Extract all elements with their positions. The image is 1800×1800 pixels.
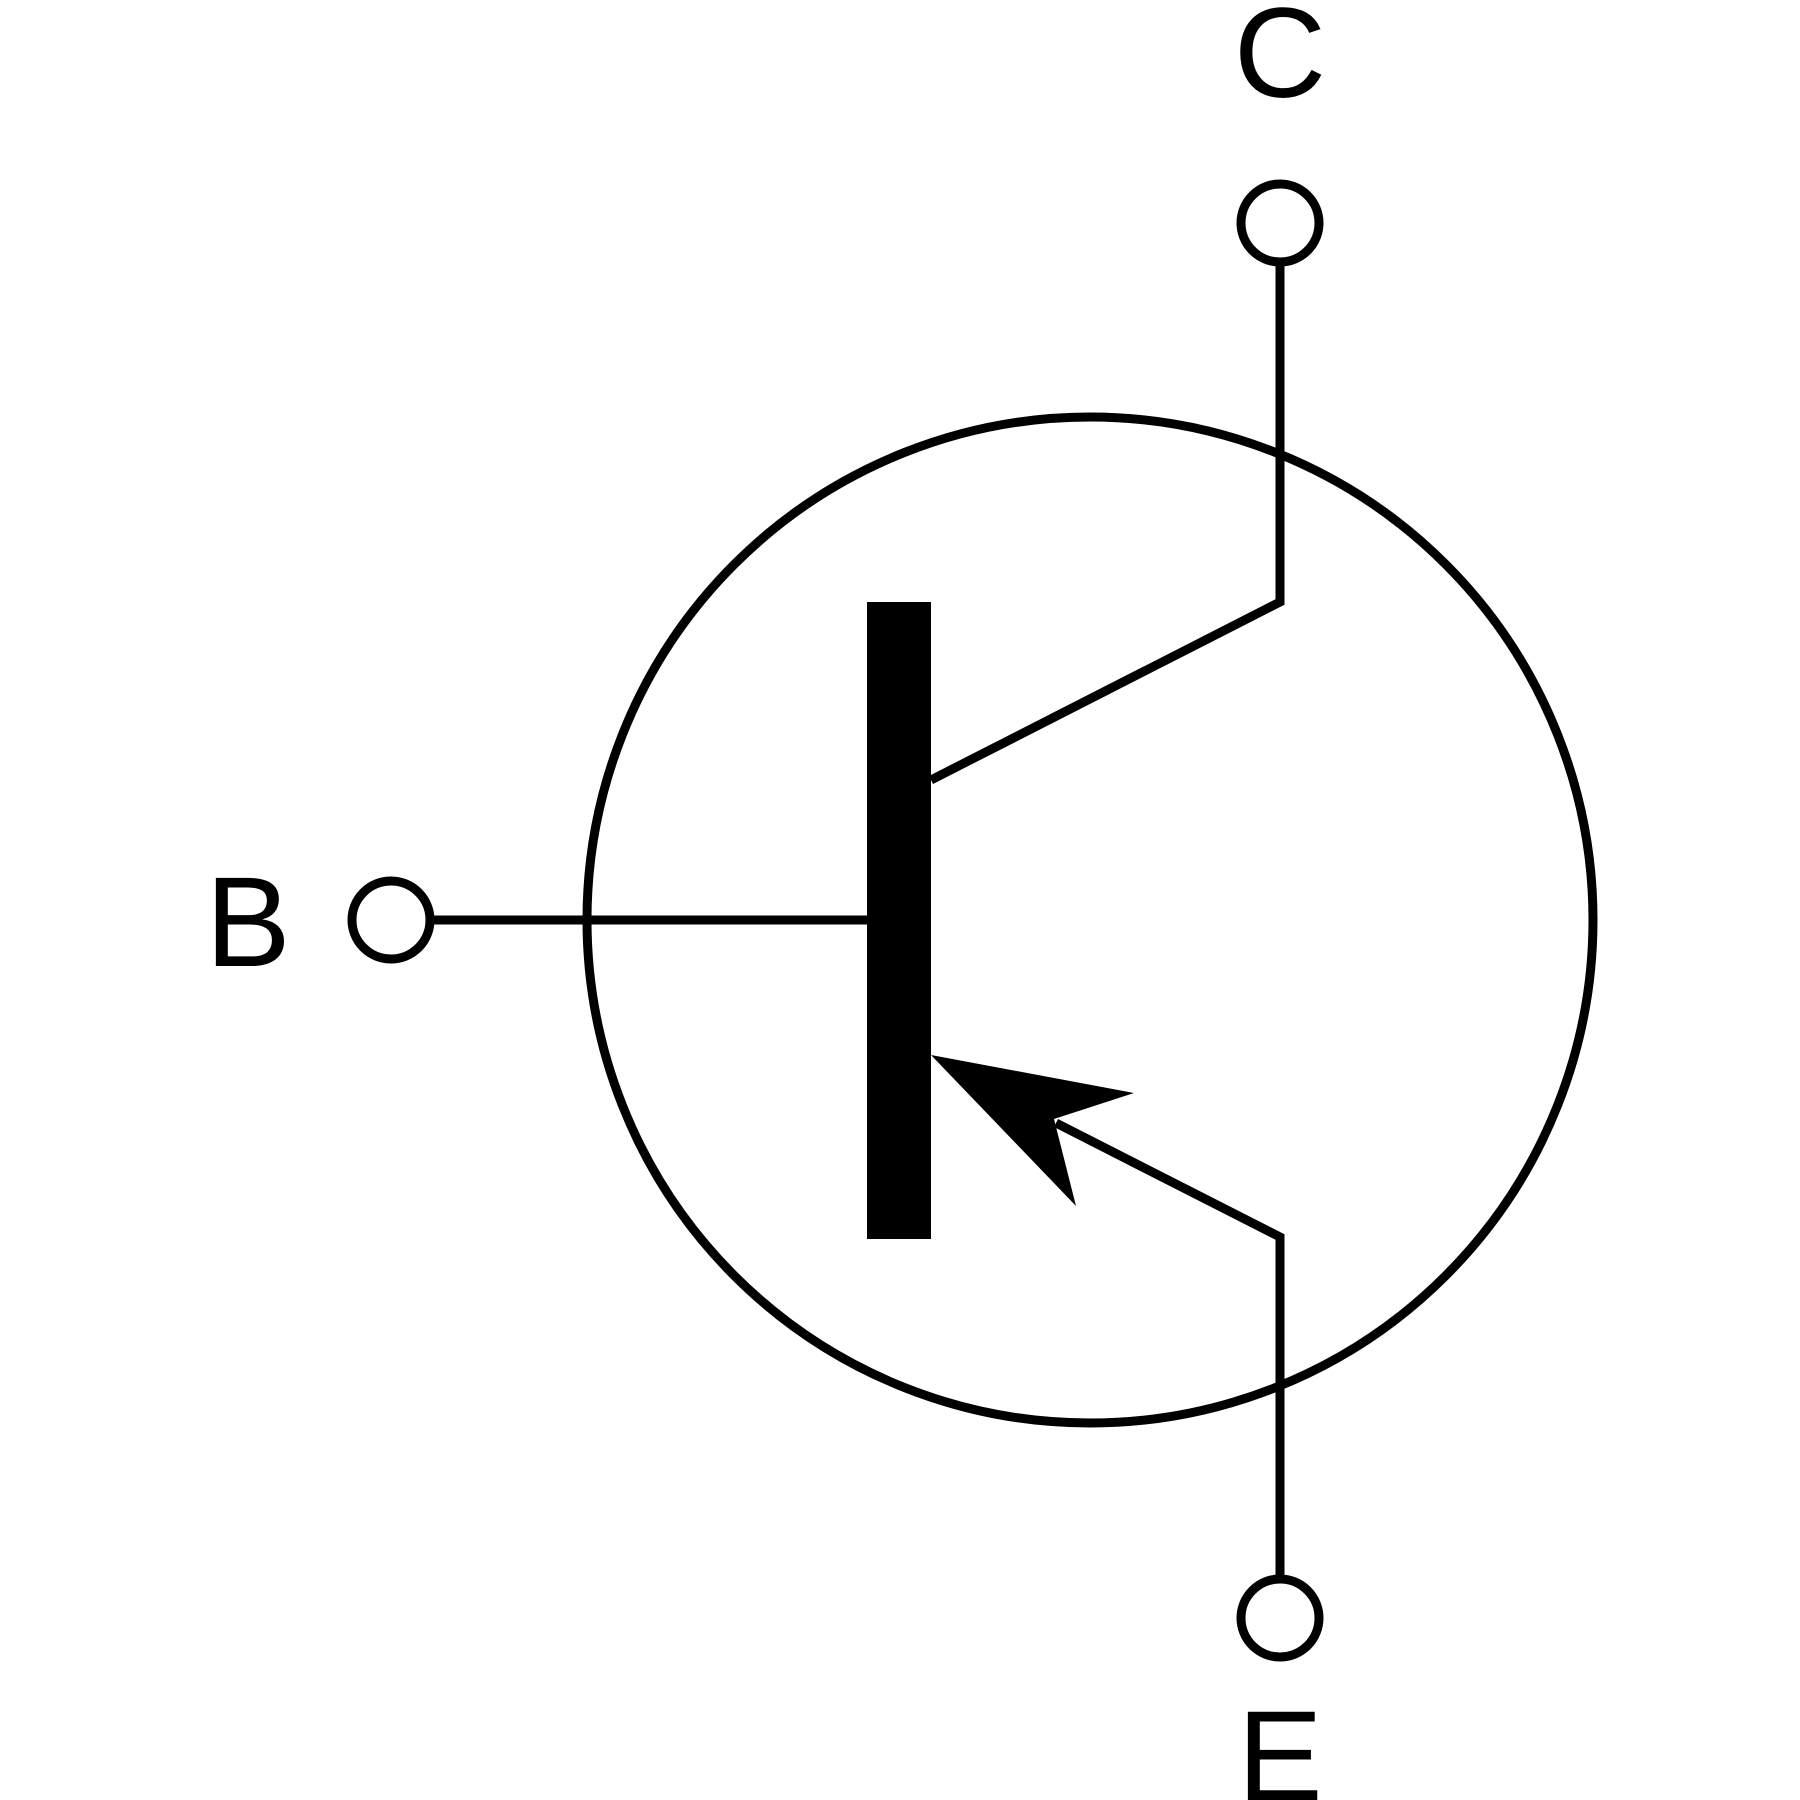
collector-terminal xyxy=(1236,179,1324,267)
emitter-arrow xyxy=(931,1055,1134,1206)
collector-lead xyxy=(928,265,1285,785)
emitter-lead xyxy=(1053,1118,1285,1575)
base-label: B xyxy=(205,851,290,994)
collector-label: C xyxy=(1234,0,1326,125)
base-bar xyxy=(867,602,931,1239)
base-terminal xyxy=(347,876,435,964)
emitter-terminal xyxy=(1236,1574,1324,1662)
emitter-label: E xyxy=(1237,1685,1322,1800)
